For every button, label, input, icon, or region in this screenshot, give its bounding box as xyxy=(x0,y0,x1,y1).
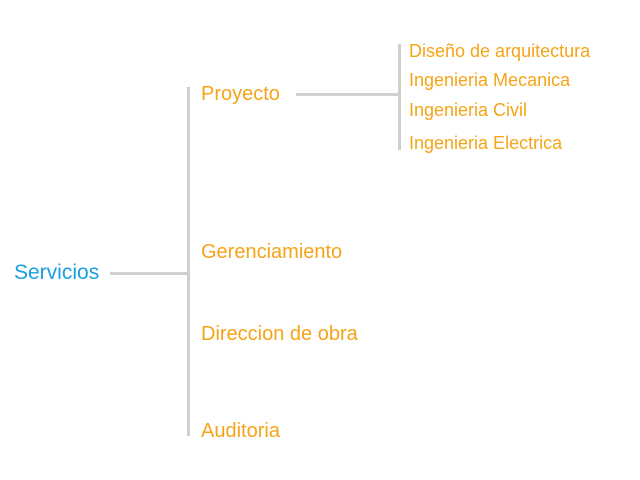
node-root-servicios[interactable]: Servicios xyxy=(14,261,100,284)
node-leaf-ingenieria-mecanica[interactable]: Ingenieria Mecanica xyxy=(409,70,571,90)
node-branch-direccion-de-obra[interactable]: Direccion de obra xyxy=(201,323,358,345)
node-branch-proyecto[interactable]: Proyecto xyxy=(201,83,280,105)
node-leaf-diseno-de-arquitectura[interactable]: Diseño de arquitectura xyxy=(409,41,591,61)
trunk-sub-vertical xyxy=(398,44,401,150)
node-branch-gerenciamiento[interactable]: Gerenciamiento xyxy=(201,241,343,263)
node-leaf-ingenieria-civil[interactable]: Ingenieria Civil xyxy=(409,100,528,120)
trunk-main-vertical xyxy=(187,87,190,436)
connector-proyecto-to-subtrunk xyxy=(296,93,400,96)
connector-root-to-trunk xyxy=(110,272,188,275)
node-leaf-ingenieria-electrica[interactable]: Ingenieria Electrica xyxy=(409,133,563,153)
node-branch-auditoria[interactable]: Auditoria xyxy=(201,420,280,442)
